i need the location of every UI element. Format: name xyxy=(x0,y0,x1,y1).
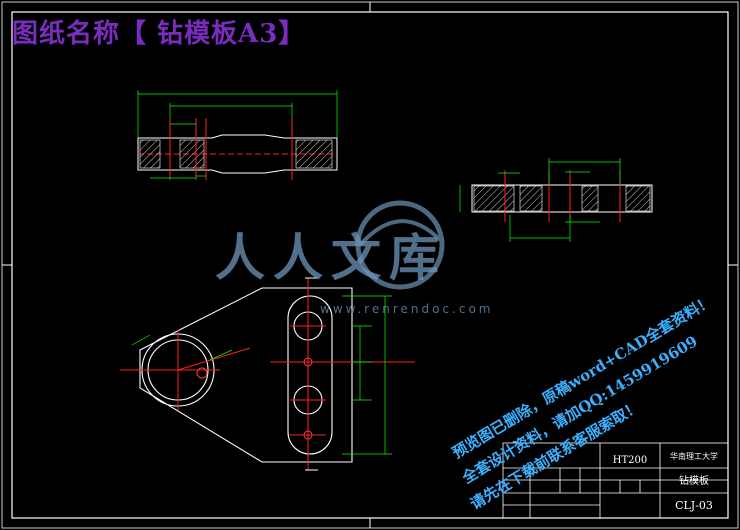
plan-dimensions xyxy=(131,295,392,455)
title-block-drawing-number: CLJ-03 xyxy=(675,499,713,512)
drawing-title: 图纸名称【 钻模板A3】 xyxy=(12,19,306,49)
top-section-view xyxy=(137,90,338,180)
watermark-text: 人人文库 xyxy=(215,228,447,287)
title-block xyxy=(502,442,729,519)
title-block-part-name: 钻模板 xyxy=(679,474,709,487)
watermark-logo xyxy=(355,200,445,290)
right-section-hatching xyxy=(473,185,651,212)
right-section-dimensions xyxy=(459,158,621,242)
watermark-url: www.renrendoc.com xyxy=(320,302,494,316)
plan-center-lines xyxy=(120,278,415,470)
section-center-lines xyxy=(169,118,293,180)
right-section-view xyxy=(459,158,653,242)
right-section-outline xyxy=(471,184,653,213)
plan-view xyxy=(120,277,415,471)
title-block-school: 华南理工大学 xyxy=(670,451,718,461)
section-hatching xyxy=(139,139,333,169)
section-markers xyxy=(305,277,318,471)
section-dimensions xyxy=(137,90,338,179)
title-block-material: HT200 xyxy=(613,455,647,466)
